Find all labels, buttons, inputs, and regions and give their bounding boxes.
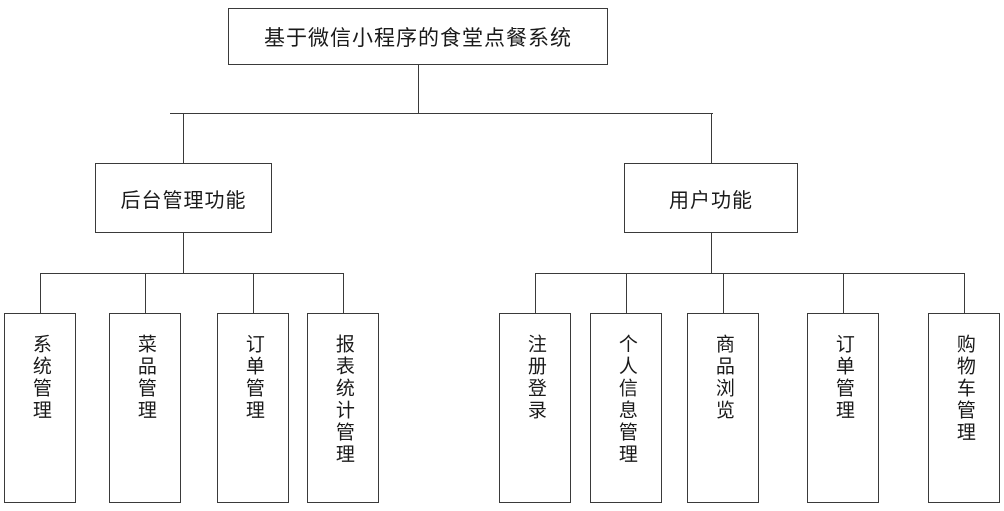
connector-root-to-branch-1: [183, 113, 184, 163]
connector-branch-1-to-leaf-4: [343, 273, 344, 313]
leaf-node-label-2-3: 商品浏览: [712, 334, 734, 422]
leaf-node-label-1-3: 订单管理: [242, 334, 264, 422]
connector-branch-1-to-leaf-2: [145, 273, 146, 313]
branch-node-label-1: 后台管理功能: [120, 189, 247, 212]
leaf-node-shopping-cart-management[interactable]: 购物车管理: [928, 313, 1000, 503]
leaf-node-order-management-admin[interactable]: 订单管理: [217, 313, 289, 503]
connector-branch-2-to-leaf-1: [535, 273, 536, 313]
leaf-node-dish-management[interactable]: 菜品管理: [109, 313, 181, 503]
leaf-node-label-2-1: 注册登录: [524, 334, 546, 422]
connector-branch-2-stem: [711, 233, 712, 273]
connector-branch-2-to-leaf-4: [843, 273, 844, 313]
leaf-node-label-1-2: 菜品管理: [134, 334, 156, 422]
leaf-node-label-2-2: 个人信息管理: [615, 334, 637, 466]
connector-branch-2-to-leaf-5: [964, 273, 965, 313]
leaf-node-label-1-1: 系统管理: [29, 334, 51, 422]
leaf-node-label-2-5: 购物车管理: [953, 334, 975, 444]
connector-branch-2-to-leaf-3: [723, 273, 724, 313]
leaf-node-personal-info-management[interactable]: 个人信息管理: [590, 313, 662, 503]
leaf-node-system-management[interactable]: 系统管理: [4, 313, 76, 503]
leaf-node-order-management-user[interactable]: 订单管理: [807, 313, 879, 503]
root-node-system-title[interactable]: 基于微信小程序的食堂点餐系统: [228, 8, 608, 65]
connector-branch-2-to-leaf-2: [626, 273, 627, 313]
connector-branch-1-to-leaf-3: [253, 273, 254, 313]
connector-branch-2-bar: [535, 273, 965, 274]
leaf-node-label-1-4: 报表统计管理: [332, 334, 354, 466]
leaf-node-report-statistics-management[interactable]: 报表统计管理: [307, 313, 379, 503]
branch-node-admin-functions[interactable]: 后台管理功能: [95, 163, 272, 233]
leaf-node-product-browsing[interactable]: 商品浏览: [687, 313, 759, 503]
connector-branch-1-to-leaf-1: [40, 273, 41, 313]
connector-root-bar: [170, 113, 713, 114]
connector-root-stem: [418, 65, 419, 113]
branch-node-label-2: 用户功能: [669, 189, 753, 212]
connector-branch-1-bar: [40, 273, 343, 274]
connector-root-to-branch-2: [711, 113, 712, 163]
connector-branch-1-stem: [183, 233, 184, 273]
leaf-node-register-login[interactable]: 注册登录: [499, 313, 571, 503]
leaf-node-label-2-4: 订单管理: [832, 334, 854, 422]
branch-node-user-functions[interactable]: 用户功能: [624, 163, 798, 233]
root-node-label: 基于微信小程序的食堂点餐系统: [264, 25, 572, 50]
